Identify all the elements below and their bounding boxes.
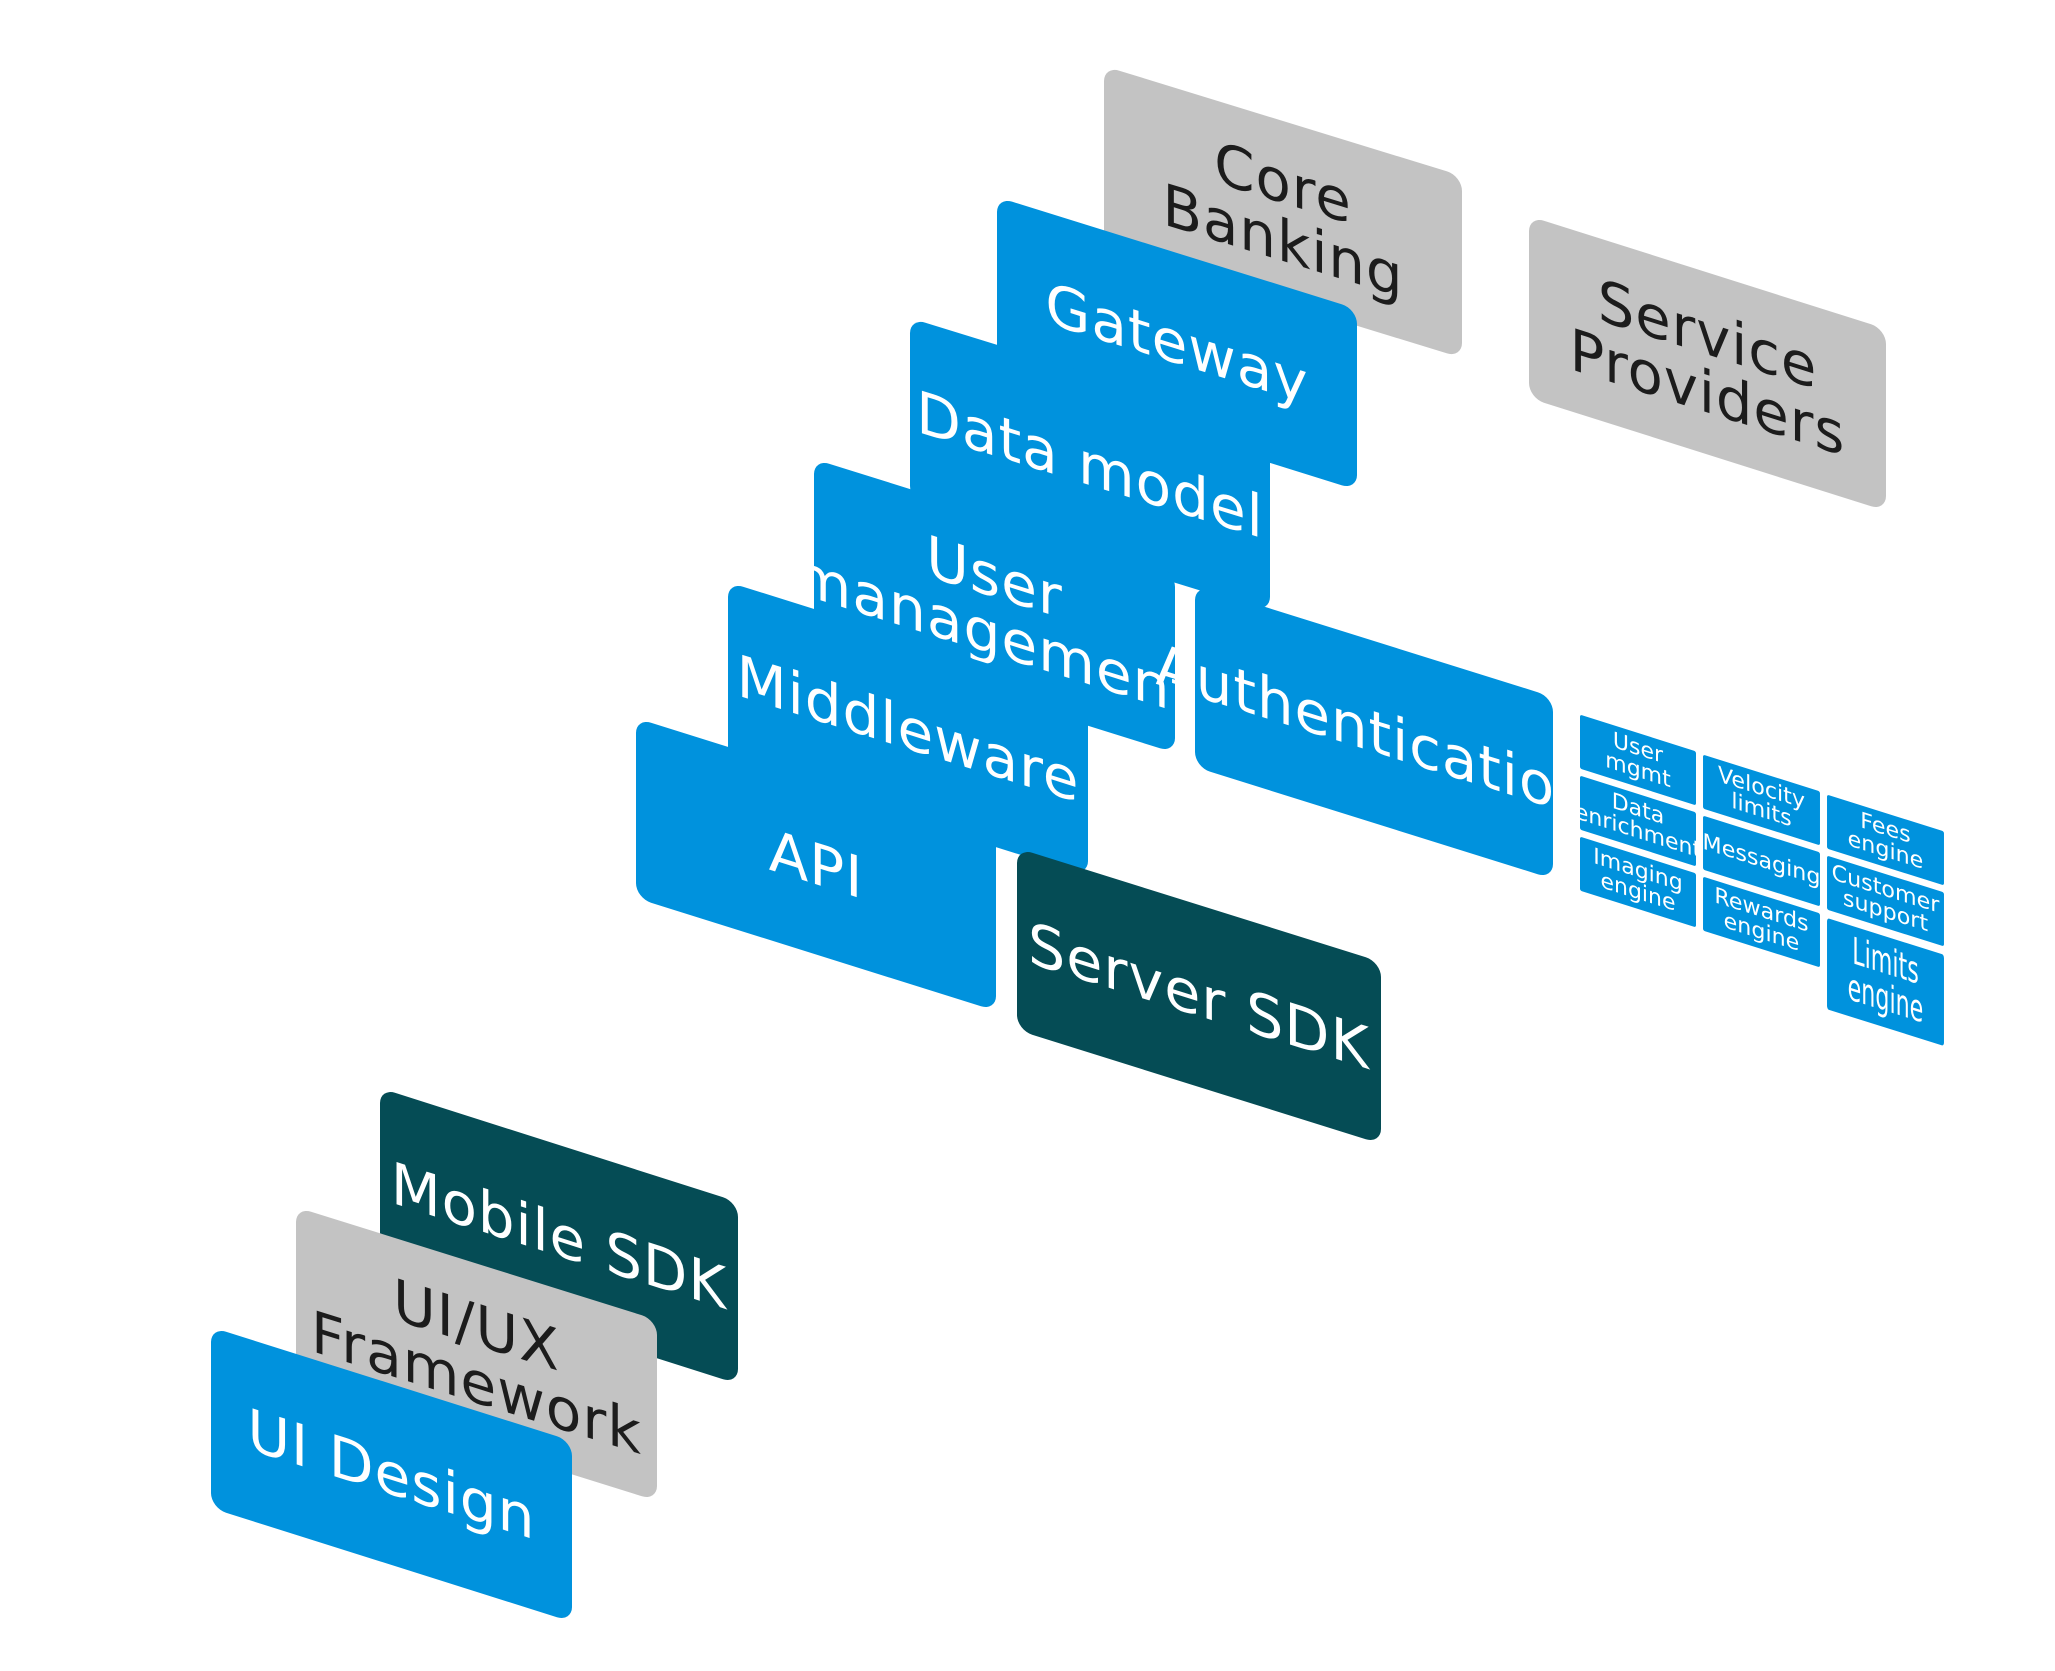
authentication-layer: Authentication xyxy=(1155,585,1593,879)
service-providers-layer: Service Providers xyxy=(1529,216,1886,511)
server-sdk-layer: Server SDK xyxy=(1017,848,1381,1144)
